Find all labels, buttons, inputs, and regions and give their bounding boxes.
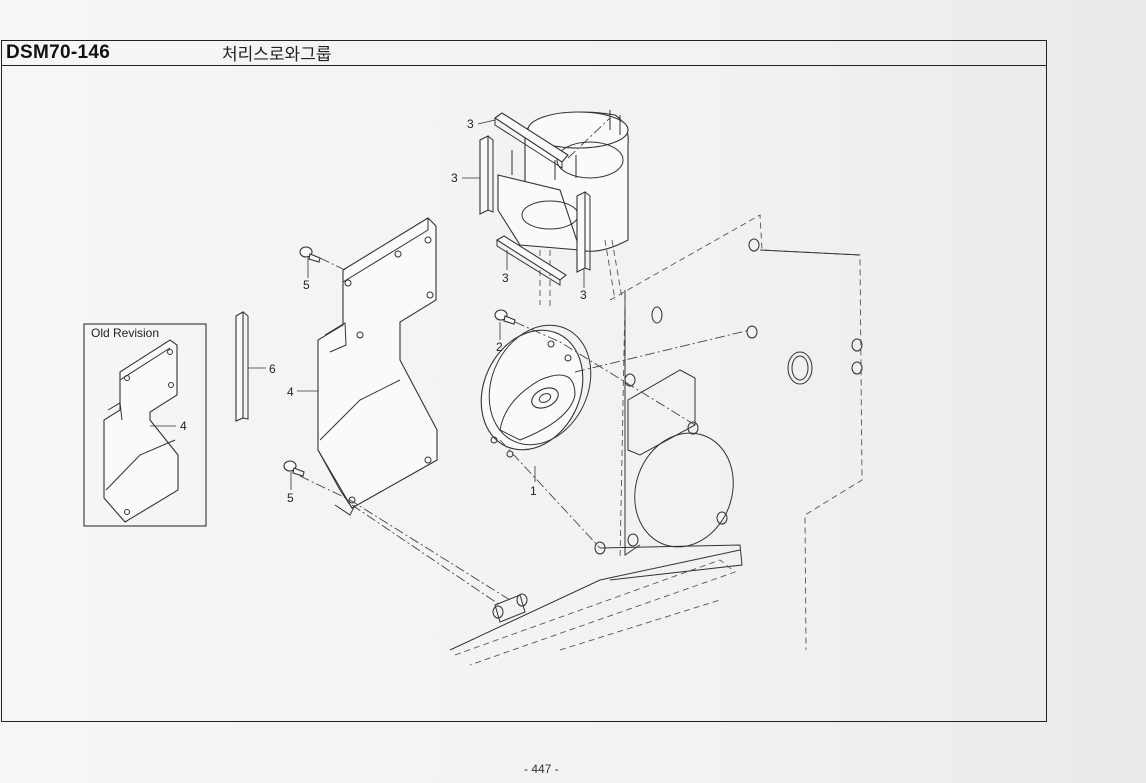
callout-3d: 3: [580, 288, 587, 302]
callout-3c: 3: [502, 271, 509, 285]
inset-callout-4: 4: [180, 419, 187, 433]
part-group-title: 처리스로와그룹: [222, 45, 332, 65]
square-bar-3b: [479, 135, 494, 215]
callout-5b: 5: [287, 491, 294, 505]
part-group-code: DSM70-146: [6, 42, 111, 63]
callout-3b: 3: [451, 171, 458, 185]
header-divider: [1, 65, 1047, 66]
throttle-plate-1: [480, 324, 592, 458]
old-revision-inset: Old Revision 4: [83, 323, 207, 527]
assembly-lines: [299, 117, 751, 606]
old-revision-label: Old Revision: [91, 326, 159, 340]
callout-1: 1: [530, 484, 537, 498]
screw-5a: [299, 246, 321, 263]
callout-2: 2: [496, 340, 503, 354]
callout-4: 4: [287, 385, 294, 399]
square-bar-3c: [576, 191, 591, 273]
screw-2: [494, 309, 516, 325]
callout-5a: 5: [303, 278, 310, 292]
machine-body: [449, 214, 863, 666]
square-bar-6: [235, 311, 249, 422]
callouts: 3 3 3 3 2 5 5 4 6 1: [248, 117, 587, 505]
bracket-4: [317, 217, 438, 516]
callout-3a: 3: [467, 117, 474, 131]
callout-6: 6: [269, 362, 276, 376]
page-number: - 447 -: [524, 762, 559, 776]
square-bar-3d: [495, 235, 567, 286]
diagram-frame: [1, 40, 1047, 722]
screw-5b: [283, 460, 305, 477]
square-bar-3a: [494, 112, 569, 169]
